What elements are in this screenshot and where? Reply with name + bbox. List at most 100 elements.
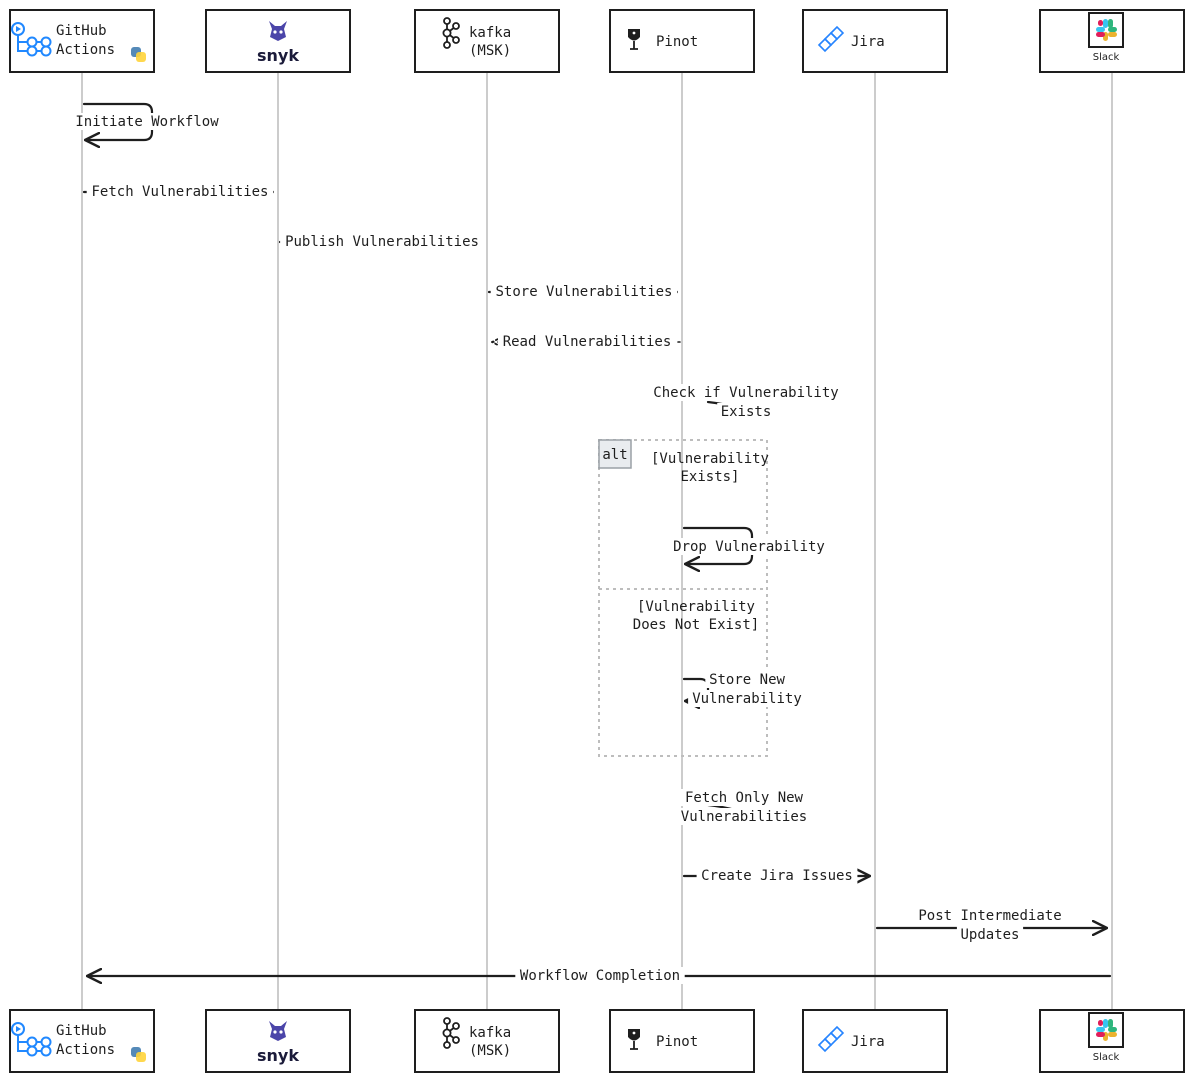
participant-kafka-bottom: kafka (MSK) <box>414 1009 560 1073</box>
pinot-icon <box>628 1029 640 1050</box>
participant-label: GitHub <box>56 23 107 39</box>
message-label: Fetch Only New <box>685 790 804 806</box>
snyk-icon <box>269 1021 287 1041</box>
alt-frame-border <box>598 439 768 757</box>
github-actions-icon <box>11 22 52 57</box>
participant-pinot-bottom: Pinot <box>609 1009 755 1073</box>
message-label: Post Intermediate <box>918 908 1061 924</box>
participant-label: snyk <box>257 46 299 65</box>
message-label-bg <box>717 403 775 420</box>
participant-label: Actions <box>56 1042 115 1058</box>
alt-condition: Exists] <box>680 469 739 485</box>
message-label: Vulnerabilities <box>681 809 807 825</box>
participant-label: Pinot <box>656 34 698 50</box>
message-label-bg <box>705 671 789 688</box>
message: Read Vulnerabilities <box>493 333 681 350</box>
message: Create Jira Issues <box>682 867 869 884</box>
message-label: Check if Vulnerability <box>653 385 838 401</box>
message-label: Exists <box>721 404 772 420</box>
participant-label: kafka <box>469 25 511 41</box>
participant-label: GitHub <box>56 1023 107 1039</box>
participant-label: Slack <box>1093 52 1120 63</box>
message: Initiate Workflow <box>70 102 224 140</box>
github-actions-icon <box>11 1022 52 1057</box>
participant-label: (MSK) <box>469 43 511 59</box>
participant-boxes: GitHubActionsGitHubActionssnyksnykkafka(… <box>9 9 1185 1073</box>
participant-slack-bottom: Slack <box>1039 1009 1185 1073</box>
participant-box <box>9 1009 155 1073</box>
message: Workflow Completion <box>88 967 1112 984</box>
message: Drop Vulnerability <box>668 526 830 564</box>
participant-jira-top: Jira <box>802 9 948 73</box>
message-label-bg <box>70 113 224 130</box>
message-label: Create Jira Issues <box>701 868 853 884</box>
message-label-bg <box>680 789 808 806</box>
jira-icon <box>817 25 845 53</box>
message-label: Drop Vulnerability <box>673 539 825 555</box>
message-label-bg <box>956 926 1024 943</box>
message-label: Updates <box>960 927 1019 943</box>
participant-label: Pinot <box>656 1034 698 1050</box>
message: Fetch Vulnerabilities <box>82 183 274 200</box>
participant-kafka-top: kafka (MSK) <box>414 9 560 73</box>
message-label-bg <box>913 907 1067 924</box>
participant-label: (MSK) <box>469 1043 511 1059</box>
message-label: Publish Vulnerabilities <box>285 234 479 250</box>
participant-label: Slack <box>1093 1052 1120 1063</box>
participant-box <box>414 9 560 73</box>
alt-condition: Does Not Exist] <box>633 617 759 633</box>
slack-icon <box>1088 12 1124 48</box>
message: Store Vulnerabilities <box>487 283 678 300</box>
snyk-icon <box>269 21 287 41</box>
message-label: Fetch Vulnerabilities <box>91 184 268 200</box>
message-label: Read Vulnerabilities <box>503 334 672 350</box>
kafka-icon <box>442 1017 460 1049</box>
lifelines <box>81 72 1113 1010</box>
participant-label: Actions <box>56 42 115 58</box>
message-label: Store New <box>709 672 785 688</box>
message-label: Workflow Completion <box>520 968 680 984</box>
message-label: Store Vulnerabilities <box>495 284 672 300</box>
alt-tag-box <box>598 439 632 469</box>
participant-box <box>414 1009 560 1073</box>
participant-label: snyk <box>257 1046 299 1065</box>
message-label-bg <box>490 283 678 300</box>
participant-label: kafka <box>469 1025 511 1041</box>
participant-box <box>9 9 155 73</box>
slack-icon <box>1088 1012 1124 1048</box>
python-icon <box>131 1047 146 1062</box>
participant-snyk-top: snyk <box>205 9 351 73</box>
message-label-bg <box>676 808 812 825</box>
participant-snyk-bottom: snyk <box>205 1009 351 1073</box>
python-icon <box>131 47 146 62</box>
message-label-bg <box>648 384 844 401</box>
message-label-bg <box>498 333 676 350</box>
participant-jira-bottom: Jira <box>802 1009 948 1073</box>
alt-condition: [Vulnerability <box>651 451 769 467</box>
message-label-bg <box>86 183 274 200</box>
message-label-bg <box>280 233 484 250</box>
alt-tag-label: alt <box>602 447 627 463</box>
participant-slack-top: Slack <box>1039 9 1185 73</box>
participant-pinot-top: Pinot <box>609 9 755 73</box>
pinot-icon <box>628 29 640 50</box>
message-label: Initiate Workflow <box>75 114 219 130</box>
alt-frame: alt[VulnerabilityExists][VulnerabilityDo… <box>598 439 769 757</box>
message-label-bg <box>688 690 806 707</box>
jira-icon <box>817 1025 845 1053</box>
message-label-bg <box>515 967 685 984</box>
message: Publish Vulnerabilities <box>278 233 484 250</box>
alt-condition: [Vulnerability <box>637 599 755 615</box>
participant-label: Jira <box>851 34 885 50</box>
message-label: Vulnerability <box>692 691 802 707</box>
participant-label: Jira <box>851 1034 885 1050</box>
message-label-bg <box>668 538 830 555</box>
message-label-bg <box>696 867 858 884</box>
